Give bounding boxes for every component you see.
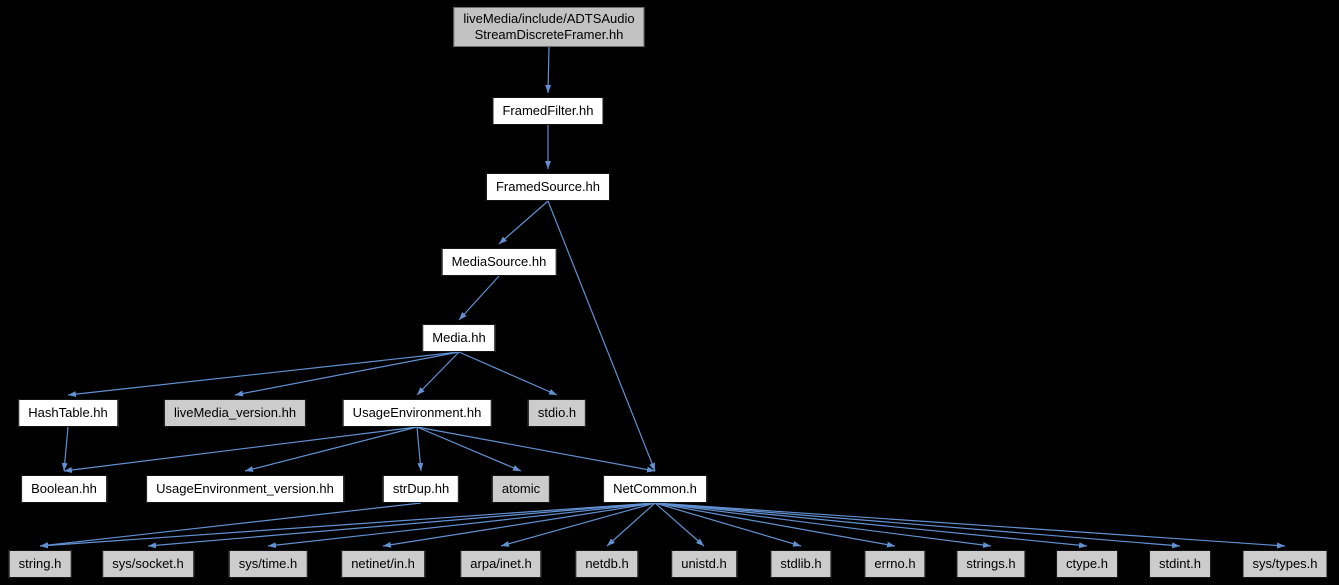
graph-node-errno[interactable]: errno.h <box>864 550 926 578</box>
graph-node-usageenvversion[interactable]: UsageEnvironment_version.hh <box>146 475 344 503</box>
graph-node-usageenv[interactable]: UsageEnvironment.hh <box>342 399 492 427</box>
graph-edge-netcommon-ctype <box>654 502 1088 549</box>
graph-node-netdb[interactable]: netdb.h <box>575 550 639 578</box>
graph-node-netcommon[interactable]: NetCommon.h <box>603 475 707 503</box>
graph-edge-netcommon-sys_types <box>654 502 1286 549</box>
graph-edge-framedsource-mediasource <box>498 200 549 245</box>
graph-edge-usageenv-usageenvversion <box>244 426 418 472</box>
graph-edge-netcommon-sys_time <box>267 502 656 549</box>
graph-node-mediasource[interactable]: MediaSource.hh <box>441 248 557 276</box>
graph-edge-netcommon-sys_socket <box>147 502 656 549</box>
graph-edge-hashtable-boolean <box>61 426 69 472</box>
graph-node-boolean[interactable]: Boolean.hh <box>21 475 107 503</box>
graph-edge-netcommon-netinet_in <box>382 502 656 548</box>
graph-edge-netcommon-strings_h <box>654 502 992 548</box>
graph-node-sys_types[interactable]: sys/types.h <box>1242 550 1328 578</box>
graph-edge-netcommon-arpa_inet <box>500 502 656 547</box>
graph-edge-netcommon-netdb <box>606 502 656 547</box>
graph-edge-netcommon-unistd <box>654 502 705 547</box>
graph-edge-mediasource-media <box>458 275 500 321</box>
graph-edge-strdup-string_h <box>39 502 422 549</box>
graph-node-framedfilter[interactable]: FramedFilter.hh <box>492 97 604 125</box>
graph-node-string_h[interactable]: string.h <box>8 550 72 578</box>
graph-edge-netcommon-string_h <box>39 502 656 549</box>
graph-node-atomic[interactable]: atomic <box>491 475 551 503</box>
graph-node-livemediaversion[interactable]: liveMedia_version.hh <box>163 399 307 427</box>
graph-edge-usageenv-atomic <box>416 426 522 472</box>
graph-edge-usageenv-boolean <box>63 426 418 473</box>
graph-edge-adts-framedfilter <box>545 46 552 94</box>
graph-node-sys_time[interactable]: sys/time.h <box>228 550 308 578</box>
graph-node-framedsource[interactable]: FramedSource.hh <box>485 173 611 201</box>
graph-node-stdio[interactable]: stdio.h <box>527 399 587 427</box>
graph-node-arpa_inet[interactable]: arpa/inet.h <box>460 550 542 578</box>
graph-edge-usageenv-netcommon <box>416 426 656 473</box>
graph-edge-netcommon-stdint <box>654 502 1181 549</box>
graph-node-adts[interactable]: liveMedia/include/ADTSAudio StreamDiscre… <box>453 7 645 47</box>
graph-node-netinet_in[interactable]: netinet/in.h <box>341 550 425 578</box>
graph-edge-netcommon-errno <box>654 502 896 548</box>
graph-edge-media-hashtable <box>67 351 460 398</box>
graph-edge-media-stdio <box>458 351 558 396</box>
graph-node-media[interactable]: Media.hh <box>422 324 496 352</box>
graph-node-sys_socket[interactable]: sys/socket.h <box>102 550 194 578</box>
graph-node-stdlib[interactable]: stdlib.h <box>770 550 832 578</box>
graph-edge-netcommon-stdlib <box>654 502 802 547</box>
graph-node-strdup[interactable]: strDup.hh <box>382 475 460 503</box>
graph-edge-media-usageenv <box>416 351 460 396</box>
graph-node-ctype[interactable]: ctype.h <box>1056 550 1118 578</box>
graph-edge-usageenv-strdup <box>416 426 424 472</box>
graph-node-stdint[interactable]: stdint.h <box>1149 550 1211 578</box>
graph-node-hashtable[interactable]: HashTable.hh <box>18 399 118 427</box>
graph-edge-framedsource-netcommon <box>547 200 656 472</box>
graph-edge-media-livemediaversion <box>234 351 460 397</box>
graph-node-strings_h[interactable]: strings.h <box>956 550 1026 578</box>
graph-node-unistd[interactable]: unistd.h <box>671 550 737 578</box>
